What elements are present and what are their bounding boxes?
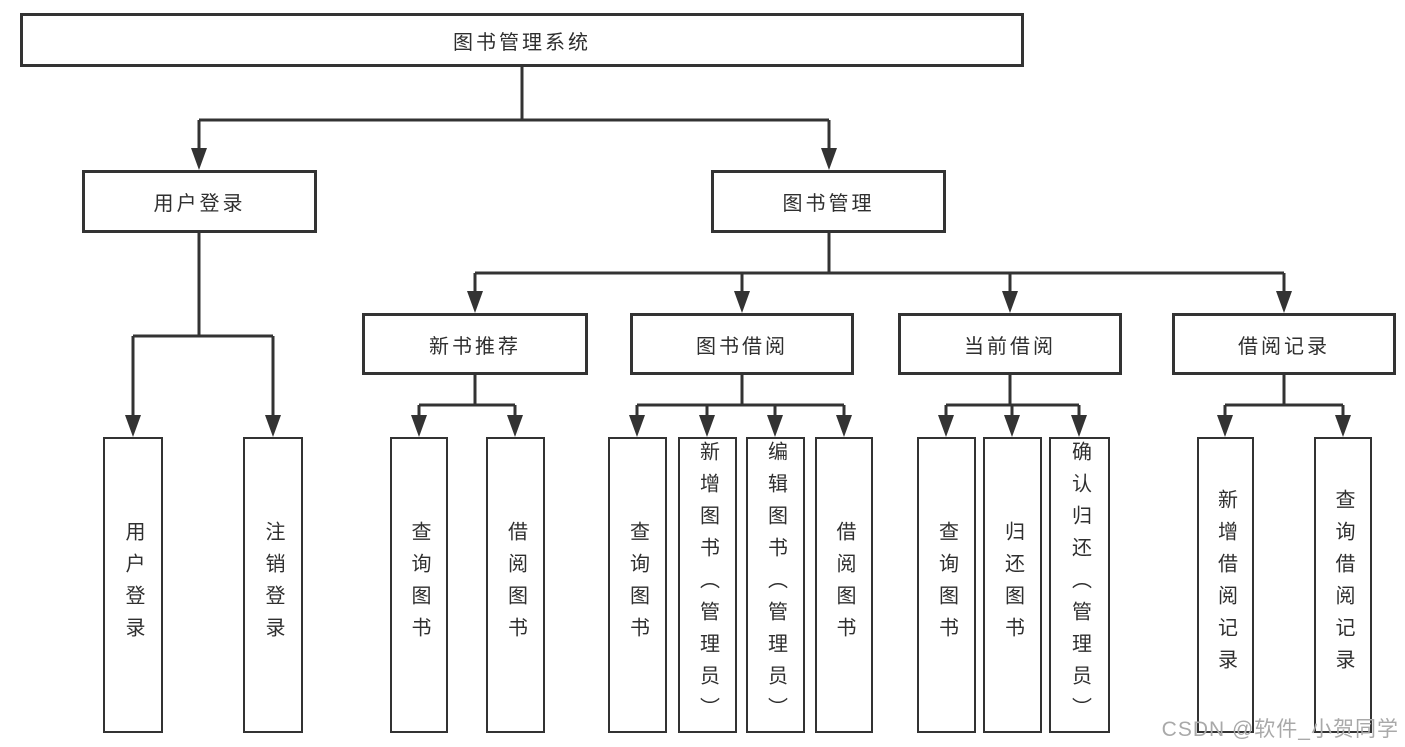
leaf-label: 用户登录 bbox=[122, 521, 144, 649]
node-book-borrowing: 图书借阅 bbox=[630, 313, 854, 375]
leaf-label: 查询图书 bbox=[408, 521, 430, 649]
node-user-login: 用户登录 bbox=[82, 170, 317, 233]
leaf-label: 查询借阅记录 bbox=[1332, 489, 1354, 681]
node-borrowing-records: 借阅记录 bbox=[1172, 313, 1396, 375]
leaf-query-books-borrow: 查询图书 bbox=[608, 437, 667, 733]
leaf-label: 新增图书（管理员） bbox=[696, 441, 719, 729]
leaf-confirm-return-admin: 确认归还（管理员） bbox=[1049, 437, 1110, 733]
node-new-book-recommendation: 新书推荐 bbox=[362, 313, 588, 375]
node-library-system: 图书管理系统 bbox=[20, 13, 1024, 67]
leaf-query-books-current: 查询图书 bbox=[917, 437, 976, 733]
leaf-label: 借阅图书 bbox=[504, 521, 527, 649]
node-book-management: 图书管理 bbox=[711, 170, 946, 233]
leaf-user-login: 用户登录 bbox=[103, 437, 163, 733]
leaf-query-books-recommend: 查询图书 bbox=[390, 437, 448, 733]
leaf-add-borrow-record: 新增借阅记录 bbox=[1197, 437, 1254, 733]
leaf-label: 借阅图书 bbox=[833, 521, 855, 649]
leaf-borrow-books: 借阅图书 bbox=[815, 437, 873, 733]
arrowhead-icons bbox=[125, 148, 1351, 437]
leaf-label: 查询图书 bbox=[935, 521, 958, 649]
leaf-query-borrow-record: 查询借阅记录 bbox=[1314, 437, 1372, 733]
leaf-edit-books-admin: 编辑图书（管理员） bbox=[746, 437, 805, 733]
leaf-add-books-admin: 新增图书（管理员） bbox=[678, 437, 737, 733]
node-current-borrowing: 当前借阅 bbox=[898, 313, 1122, 375]
leaf-label: 查询图书 bbox=[626, 521, 649, 649]
leaf-label: 确认归还（管理员） bbox=[1068, 441, 1091, 729]
leaf-label: 归还图书 bbox=[1001, 521, 1024, 649]
leaf-borrow-books-recommend: 借阅图书 bbox=[486, 437, 545, 733]
csdn-watermark: CSDN @软件_小贺同学 bbox=[1161, 718, 1399, 741]
leaf-return-books: 归还图书 bbox=[983, 437, 1042, 733]
leaf-label: 编辑图书（管理员） bbox=[764, 441, 787, 729]
leaf-logout: 注销登录 bbox=[243, 437, 303, 733]
leaf-label: 注销登录 bbox=[262, 521, 284, 649]
leaf-label: 新增借阅记录 bbox=[1214, 489, 1237, 681]
